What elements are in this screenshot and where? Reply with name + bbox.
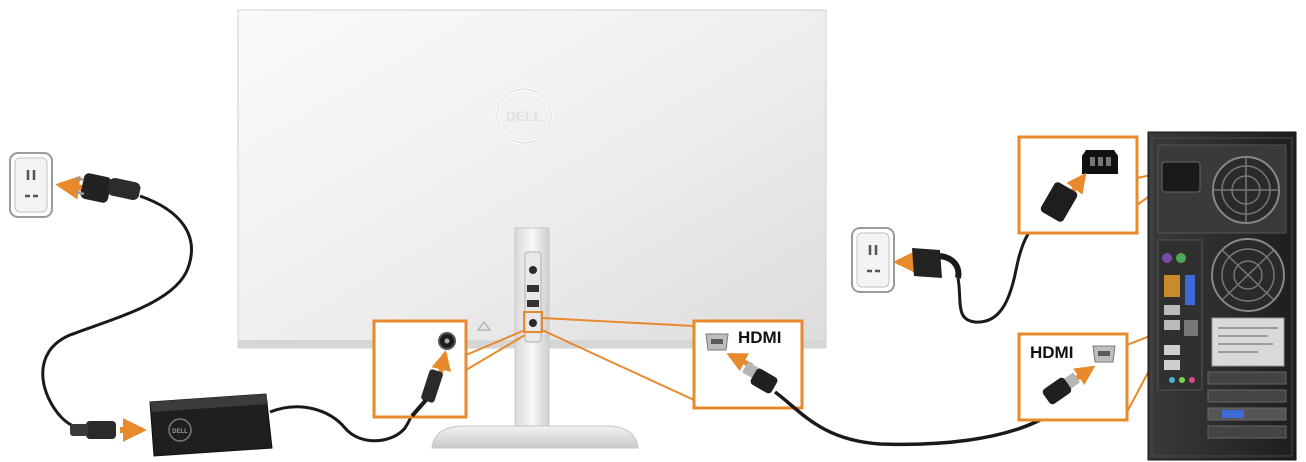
stand-port-panel	[523, 251, 543, 343]
hdmi-port-icon	[705, 333, 729, 351]
power-plug-right	[912, 248, 962, 279]
hdmi-monitor-callout: HDMI	[541, 317, 804, 410]
fan-grille-icon	[1212, 156, 1280, 224]
spec-label	[1211, 317, 1285, 367]
arrow-icon	[1066, 172, 1087, 195]
monitor: DELL	[237, 9, 827, 449]
kensington-lock-icon	[476, 320, 492, 331]
hdmi-computer-label: HDMI	[1030, 343, 1073, 362]
outlet-socket-icon	[25, 170, 38, 198]
arrow-icon	[55, 175, 83, 200]
port-highlight-box	[523, 311, 543, 333]
hdmi-port-icon	[1092, 345, 1116, 363]
dc-plug-icon	[410, 369, 443, 418]
hdmi-plug-icon	[1042, 372, 1080, 405]
iec-socket-icon	[1082, 150, 1118, 174]
arrow-icon	[431, 350, 452, 376]
wall-outlet-left	[9, 152, 53, 218]
adapter-logo-text: DELL	[172, 429, 188, 435]
computer-tower	[1147, 131, 1297, 461]
fan-grille-icon	[1211, 238, 1285, 312]
callout-leader	[541, 317, 695, 401]
expansion-slots	[1207, 371, 1287, 439]
iec-socket-callout	[1017, 135, 1166, 235]
power-adapter-icon: DELL	[149, 393, 273, 457]
power-plug-left	[75, 173, 141, 203]
wall-outlet-right	[851, 227, 895, 293]
adapter-inlet-plug	[70, 421, 116, 439]
arrow-icon	[1072, 365, 1096, 386]
monitor-logo-text: DELL	[506, 108, 543, 124]
hdmi-plug-icon	[742, 361, 778, 394]
outlet-socket-icon	[867, 245, 880, 273]
iec-plug-icon	[1040, 182, 1078, 222]
pc-power-cable	[956, 218, 1046, 324]
monitor-logo: DELL	[495, 87, 553, 145]
monitor-stand-base	[431, 425, 639, 449]
callout-leader	[465, 329, 526, 371]
hdmi-computer-callout: HDMI	[1017, 331, 1161, 422]
dc-jack-callout	[372, 319, 526, 419]
ac-power-cable	[41, 194, 193, 432]
hdmi-monitor-label: HDMI	[738, 328, 781, 347]
